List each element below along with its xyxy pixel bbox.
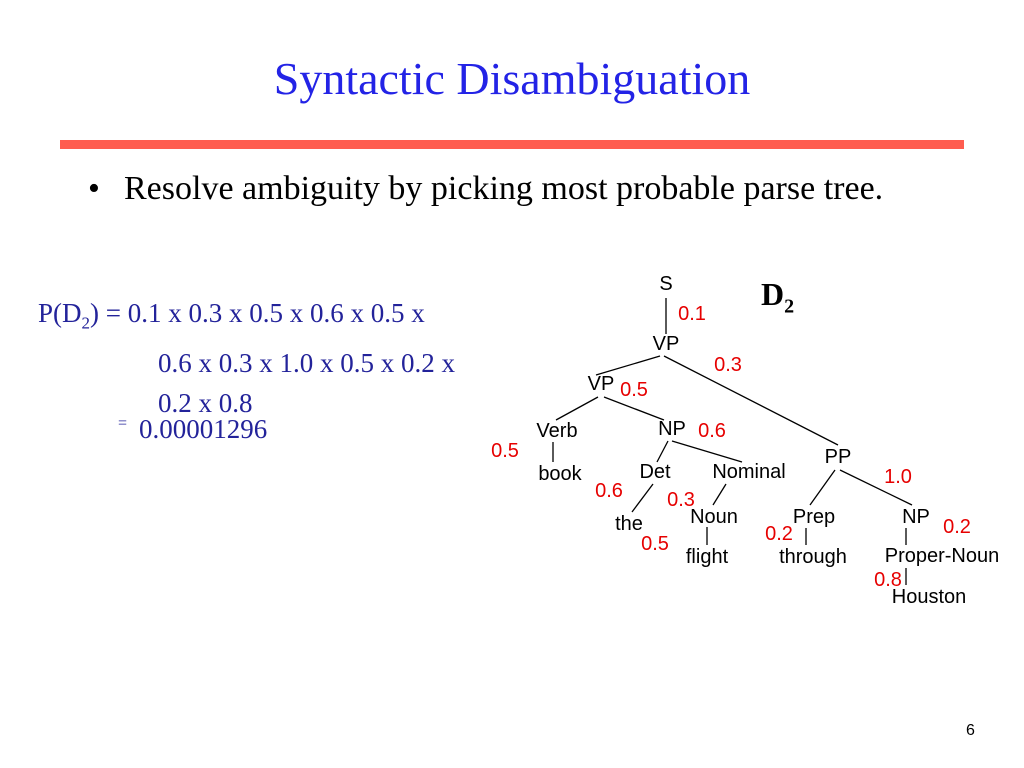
tree-edge-np1-nominal xyxy=(671,440,743,463)
tree-edge-det-the xyxy=(631,483,654,513)
tree-node-np2: NP xyxy=(902,506,930,528)
tree-prob-prep: 0.2 xyxy=(765,523,793,545)
tree-node-noun: Noun xyxy=(690,506,738,528)
tree-node-prep: Prep xyxy=(793,506,835,528)
tree-edge-nominal-noun xyxy=(712,483,727,506)
formula-factors-1: 0.1 x 0.3 x 0.5 x 0.6 x 0.5 x xyxy=(127,298,425,328)
tree-node-propernoun: Proper-Noun xyxy=(885,545,1000,567)
tree-prob-s: 0.1 xyxy=(678,303,706,325)
title-divider xyxy=(60,140,964,149)
tree-node-vp2: VP xyxy=(588,373,615,395)
tree-node-flight: flight xyxy=(686,546,729,568)
tree-probabilities: 0.1 0.3 0.5 0.6 0.5 1.0 0.6 0.3 0.2 0.2 0.5 0.8 xyxy=(491,303,971,591)
tree-edge-vp2-verb xyxy=(555,396,599,421)
tree-edge-vp1-pp xyxy=(663,355,839,446)
formula-prefix: P(D xyxy=(38,298,82,328)
formula-line-2: 0.6 x 0.3 x 1.0 x 0.5 x 0.2 x xyxy=(158,348,455,379)
tree-prob-vp1: 0.3 xyxy=(714,354,742,376)
tree-edge-pp-prep xyxy=(809,469,836,506)
formula-subscript: 2 xyxy=(81,313,91,333)
tree-node-vp1: VP xyxy=(653,333,680,355)
tree-node-det: Det xyxy=(639,461,671,483)
tree-node-np1: NP xyxy=(658,418,686,440)
slide-title: Syntactic Disambiguation xyxy=(273,53,751,104)
formula-line-1: P(D2) = 0.1 x 0.3 x 0.5 x 0.6 x 0.5 x xyxy=(38,293,455,343)
tree-node-through: through xyxy=(779,546,847,568)
tree-edge-pp-np2 xyxy=(839,469,913,506)
bullet-marker: • xyxy=(88,170,100,207)
result-value: 0.00001296 xyxy=(139,414,268,444)
tree-prob-nominal: 0.3 xyxy=(667,489,695,511)
tree-node-houston: Houston xyxy=(892,586,967,608)
equals-sign: = xyxy=(118,415,128,432)
page-number: 6 xyxy=(966,722,975,739)
tree-prob-np1: 0.6 xyxy=(698,420,726,442)
tree-prob-propernoun: 0.8 xyxy=(874,569,902,591)
tree-prob-np2: 0.2 xyxy=(943,516,971,538)
derivation-letter: D xyxy=(761,276,785,312)
tree-edge-vp1-vp2 xyxy=(595,355,661,376)
tree-node-s: S xyxy=(659,273,672,295)
tree-prob-verb: 0.5 xyxy=(491,440,519,462)
tree-node-verb: Verb xyxy=(536,420,577,442)
tree-node-pp: PP xyxy=(825,446,852,468)
tree-nodes: SVPVPVerbbookNPDettheNominalNounflightPP… xyxy=(536,273,999,608)
tree-node-nominal: Nominal xyxy=(712,461,785,483)
tree-node-the: the xyxy=(615,513,643,535)
tree-prob-det: 0.6 xyxy=(595,480,623,502)
tree-edge-np1-det xyxy=(656,440,669,463)
tree-prob-noun: 0.5 xyxy=(641,533,669,555)
tree-prob-pp: 1.0 xyxy=(884,466,912,488)
bullet-text: Resolve ambiguity by picking most probab… xyxy=(124,170,884,207)
derivation-subscript: 2 xyxy=(784,295,795,318)
formula-result: = 0.00001296 xyxy=(118,414,267,445)
formula-line-3: 0.2 x 0.8 xyxy=(158,388,253,419)
formula-suffix: ) = xyxy=(90,298,128,328)
tree-edges xyxy=(552,298,913,585)
tree-edge-vp2-np1 xyxy=(603,396,665,421)
derivation-label: D2 xyxy=(761,276,794,318)
probability-formula: P(D2) = 0.1 x 0.3 x 0.5 x 0.6 x 0.5 x 0.… xyxy=(38,293,455,423)
tree-node-book: book xyxy=(538,463,582,485)
tree-prob-vp2: 0.5 xyxy=(620,379,648,401)
